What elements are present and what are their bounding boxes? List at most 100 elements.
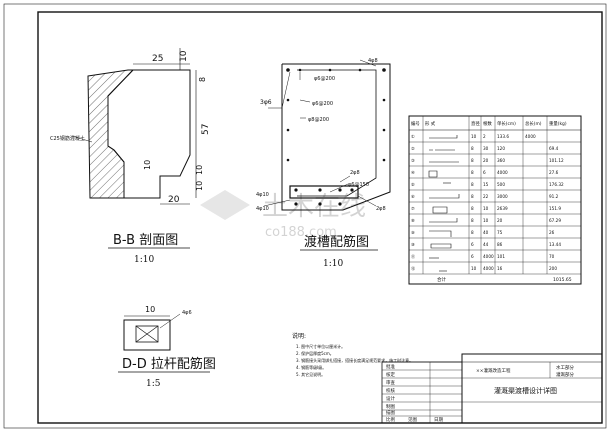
table-cell: ② <box>411 146 415 151</box>
callout-10: 2φ8 <box>376 206 386 212</box>
table-cell: 500 <box>497 182 505 187</box>
table-cell: 133.6 <box>497 134 509 139</box>
tb-pizhun: 批准 <box>386 363 395 370</box>
bar-shape <box>430 243 452 249</box>
table-header: 总长(m) <box>525 120 542 127</box>
notes-heading: 说明: <box>292 332 306 340</box>
bb-dim-10a: 10 <box>195 165 204 175</box>
table-cell: 101.12 <box>549 158 564 163</box>
bar-shape <box>429 218 458 223</box>
table-cell: ⑥ <box>411 194 415 199</box>
table-cell: 16 <box>497 266 503 271</box>
tb-bili-label: 比例 <box>386 416 395 423</box>
table-cell: 8 <box>471 170 474 175</box>
tb-date-label: 日期 <box>434 417 443 423</box>
table-cell: 120 <box>497 146 505 151</box>
table-cell: 27.6 <box>549 170 559 175</box>
table-cell: 8 <box>471 146 474 151</box>
note-4: 4. 钢筋等级Ⅰ级。 <box>296 364 326 370</box>
dd-tie-rod-view: 10 4φ6 D-D 拉杆配筋图 1:5 <box>118 305 216 389</box>
bb-dim-8: 8 <box>198 77 207 82</box>
bb-view-scale: 1:10 <box>134 255 154 265</box>
tb-main-title: 灌溉渠渡槽设计详图 <box>494 386 557 395</box>
table-cell: ⑧ <box>411 218 415 223</box>
table-cell: ⑩ <box>411 242 415 247</box>
notes: 说明: 1. 图中尺寸单位以厘米计。 2. 保护层厚度5cm。 3. 钢筋接头采… <box>292 332 413 377</box>
note-3: 3. 钢筋接头采用绑扎搭接，搭接长度满足规范要求，施工时注意。 <box>296 357 413 363</box>
table-cell: ④ <box>411 170 415 175</box>
table-cell: 2 <box>483 134 486 139</box>
table-cell: 20 <box>483 158 489 163</box>
table-cell: 30 <box>483 146 489 151</box>
tb-sheji: 设计 <box>386 395 395 402</box>
table-header: 根数 <box>483 120 492 127</box>
tb-zhitu: 制图 <box>386 403 395 410</box>
bb-dim-10c: 10 <box>143 160 152 170</box>
bb-dim-25: 25 <box>152 54 163 64</box>
callout-9: 4φ10 <box>256 206 269 212</box>
bar-shape <box>428 170 438 178</box>
table-header: 形 式 <box>425 120 436 127</box>
title-block <box>381 353 603 424</box>
table-cell: ⑫ <box>411 265 416 272</box>
table-cell: 2639 <box>497 206 508 211</box>
table-total-label: 合计 <box>437 276 446 283</box>
table-header: 重量(kg) <box>549 120 567 127</box>
tb-project: ××灌溉改造工程 <box>476 367 511 374</box>
flume-outline <box>281 63 391 211</box>
watermark-sub: co188.com <box>265 225 337 240</box>
note-2: 2. 保护层厚度5cm。 <box>296 350 334 356</box>
bar-shape <box>429 194 460 199</box>
callout-2: φ6@200 <box>314 76 335 82</box>
rebar-dots <box>286 68 386 206</box>
callout-4: φ8@200 <box>308 117 329 123</box>
bb-wall-outline <box>107 69 191 199</box>
table-cell: 15 <box>483 182 489 187</box>
table-cell: 4000 <box>483 254 494 259</box>
table-cell: 40 <box>483 230 489 235</box>
dd-view-title: D-D 拉杆配筋图 <box>122 356 216 372</box>
callout-7: φ6@150 <box>348 182 369 188</box>
table-cell: 200 <box>549 266 557 271</box>
dd-callout: 4φ6 <box>182 310 192 316</box>
table-cell: 8 <box>471 182 474 187</box>
table-cell: ⑦ <box>411 206 415 211</box>
table-header: 编号 <box>411 120 420 127</box>
table-cell: ⑤ <box>411 182 415 187</box>
dd-view-scale: 1:5 <box>146 379 161 389</box>
table-cell: 10 <box>471 134 477 139</box>
table-cell: 10 <box>483 206 489 211</box>
table-cell: 44 <box>483 242 489 247</box>
watermark: 土木在线 co188.com <box>200 190 366 240</box>
flume-view-title: 渡槽配筋图 <box>304 234 369 250</box>
bb-view-title: B-B 剖面图 <box>113 233 178 248</box>
tb-shuigong: 水工部分 <box>556 364 574 371</box>
tb-jiaohe: 校核 <box>386 387 395 394</box>
table-cell: 91.2 <box>549 194 559 199</box>
flume-inner <box>297 69 377 197</box>
bb-dim-10-top: 10 <box>179 50 189 62</box>
table-cell: 101 <box>497 254 505 259</box>
table-cell: 8 <box>471 230 474 235</box>
table-cell: 13.44 <box>549 242 561 247</box>
table-cell: 176.32 <box>549 182 564 187</box>
bar-shape <box>429 135 458 139</box>
bb-material-label: C25钢筋混凝土 <box>50 135 85 142</box>
title-block-text: 批准 核定 审查 校核 设计 制图 描图 比例 见图 日期 ××灌溉改造工程 水… <box>386 363 574 423</box>
table-cell: 6 <box>471 242 474 247</box>
flume-base-rebar <box>289 185 359 199</box>
table-cell: ⑨ <box>411 230 415 235</box>
callout-1: 3φ6 <box>260 99 272 106</box>
bar-shape <box>429 230 452 237</box>
table-cell: ① <box>411 134 415 139</box>
flume-reinforcement-view: 3φ6 φ6@200 φ6@200 φ8@200 2φ8 4φ8 φ6@150 … <box>256 58 391 269</box>
bb-section-view: 25 10 8 57 10 10 10 20 C25钢筋混凝土 B-B 剖面图 … <box>50 48 211 265</box>
bb-dim-10b: 10 <box>195 181 204 191</box>
outer-border <box>3 3 607 429</box>
table-cell: 360 <box>497 158 505 163</box>
callout-8: 4φ10 <box>256 192 269 198</box>
table-cell: 4000 <box>525 134 536 139</box>
table-cell: 10 <box>471 266 477 271</box>
table-cell: 8 <box>471 206 474 211</box>
watermark-text: 土木在线 <box>262 192 366 222</box>
